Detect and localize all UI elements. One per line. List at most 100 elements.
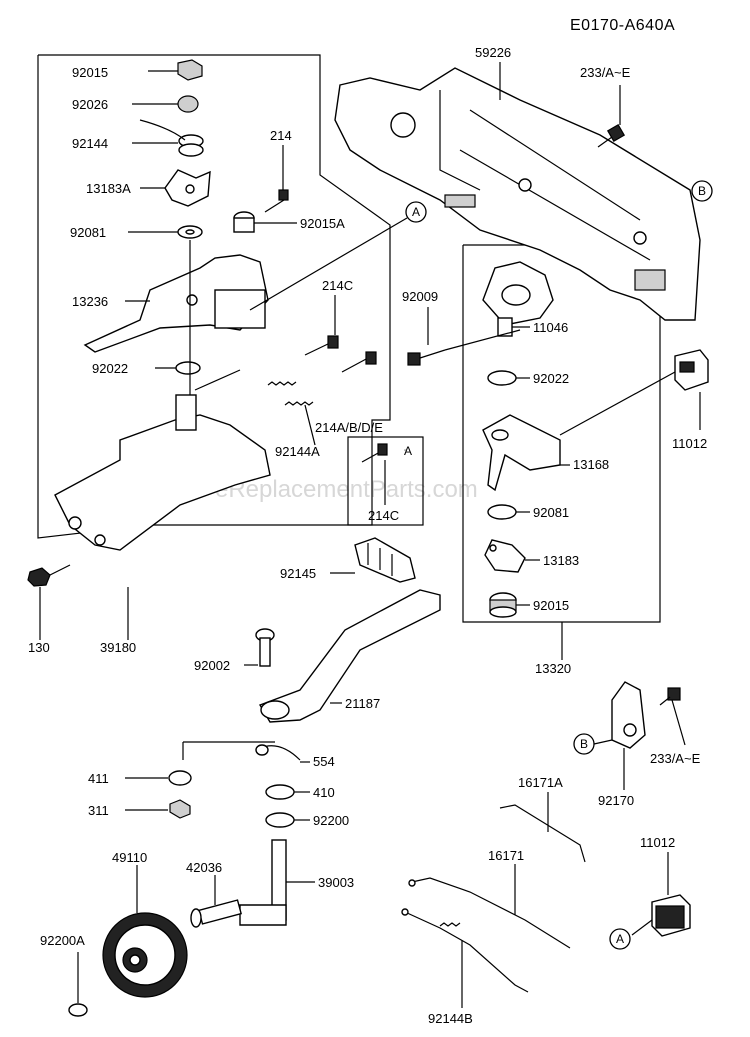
washer-92081-right — [487, 504, 530, 520]
label-92081-left: 92081 — [70, 225, 106, 240]
label-92022-left: 92022 — [92, 361, 128, 376]
callout-A-top: A — [249, 201, 427, 311]
label-92022-right: 92022 — [533, 371, 569, 386]
label-214: 214 — [270, 128, 292, 143]
label-11012-bottom: 11012 — [640, 835, 675, 850]
label-554: 554 — [313, 754, 335, 769]
nut-311 — [125, 799, 191, 819]
screw-233-bottom — [659, 687, 686, 746]
label-13183: 13183 — [543, 553, 579, 568]
collar-92015-right — [489, 592, 530, 618]
arm-21187 — [258, 589, 441, 723]
washer-92200A — [68, 952, 88, 1017]
callout-B-top: B — [691, 180, 713, 202]
label-92015: 92015 — [72, 65, 108, 80]
washer-92022-right — [487, 370, 530, 386]
inset-callout-A: A — [404, 444, 412, 458]
label-92170: 92170 — [598, 793, 634, 808]
label-59226: 59226 — [475, 45, 511, 60]
label-130: 130 — [28, 640, 50, 655]
spring-92144B — [401, 908, 529, 1008]
label-214C: 214C — [322, 278, 353, 293]
label-92145: 92145 — [280, 566, 316, 581]
bracket-39180 — [54, 369, 271, 551]
label-13320: 13320 — [535, 661, 571, 676]
label-214ABDE: 214A/B/D/E — [315, 420, 383, 435]
svg-text:A: A — [412, 205, 420, 219]
label-92002: 92002 — [194, 658, 230, 673]
washer-92022-left — [155, 240, 201, 400]
label-92200: 92200 — [313, 813, 349, 828]
svg-text:A: A — [616, 932, 624, 946]
label-410: 410 — [313, 785, 335, 800]
label-11012-top: 11012 — [672, 436, 707, 451]
plate-13183A — [140, 169, 211, 207]
cap-11012-top — [559, 349, 709, 436]
screw-92009 — [407, 307, 521, 366]
callout-B-bottom: B — [573, 733, 613, 755]
label-92200A: 92200A — [40, 933, 85, 948]
label-13183A: 13183A — [86, 181, 131, 196]
label-92009: 92009 — [402, 289, 438, 304]
screw-214ABDE — [341, 351, 377, 373]
inset-screw: A — [361, 443, 412, 505]
label-92144A: 92144A — [275, 444, 320, 459]
label-13236: 13236 — [72, 294, 108, 309]
pin-42036 — [190, 875, 242, 928]
rod-16171A — [499, 792, 586, 863]
sleeve-92145 — [330, 537, 416, 583]
label-13168: 13168 — [573, 457, 609, 472]
label-92026: 92026 — [72, 97, 108, 112]
label-39180: 39180 — [100, 640, 136, 655]
cap-11012-bottom — [631, 852, 691, 937]
label-42036: 42036 — [186, 860, 222, 875]
housing-59226 — [334, 62, 701, 321]
gear-49110 — [102, 865, 188, 998]
rod-16171 — [408, 864, 571, 949]
watermark: eReplacementParts.com — [215, 476, 478, 503]
washer-92081-left — [128, 225, 203, 239]
label-311: 311 — [88, 803, 109, 818]
label-233-bottom: 233/A~E — [650, 751, 701, 766]
nut-92015 — [148, 59, 203, 81]
collar-92015A — [233, 211, 297, 233]
washer-92200 — [265, 812, 310, 828]
label-233-top: 233/A~E — [580, 65, 631, 80]
label-92144B: 92144B — [428, 1011, 473, 1026]
svg-text:B: B — [580, 737, 588, 751]
label-214C-inset: 214C — [368, 508, 399, 523]
plate-13183 — [484, 539, 540, 573]
label-411: 411 — [88, 771, 109, 786]
screw-214C — [304, 295, 339, 356]
springs-92144A — [267, 381, 316, 446]
svg-text:B: B — [698, 184, 706, 198]
spring-92144 — [132, 119, 204, 157]
bolt-92002 — [244, 628, 275, 667]
plate-11046 — [482, 261, 554, 337]
screw-233-top — [597, 85, 626, 148]
label-16171A: 16171A — [518, 775, 563, 790]
lever-13236 — [83, 254, 269, 353]
bolt-214 — [264, 145, 289, 213]
label-92015A: 92015A — [300, 216, 345, 231]
diagram-code: E0170-A640A — [570, 17, 675, 34]
washer-411 — [125, 770, 192, 786]
screw-130 — [27, 564, 71, 640]
label-92081-right: 92081 — [533, 505, 569, 520]
label-92144: 92144 — [72, 136, 108, 151]
callout-A-bottom: A — [609, 928, 631, 950]
bracket-92170 — [611, 681, 646, 790]
label-39003: 39003 — [318, 875, 354, 890]
label-92015-right: 92015 — [533, 598, 569, 613]
label-49110: 49110 — [112, 850, 147, 865]
label-21187: 21187 — [345, 696, 380, 711]
inset-box — [347, 436, 424, 526]
pin-554 — [255, 744, 310, 763]
label-11046: 11046 — [533, 320, 568, 335]
shaft-39003 — [239, 839, 315, 926]
collar-92026 — [132, 95, 199, 113]
washer-410 — [265, 784, 310, 800]
lever-13168 — [482, 414, 570, 492]
label-16171: 16171 — [488, 848, 524, 863]
